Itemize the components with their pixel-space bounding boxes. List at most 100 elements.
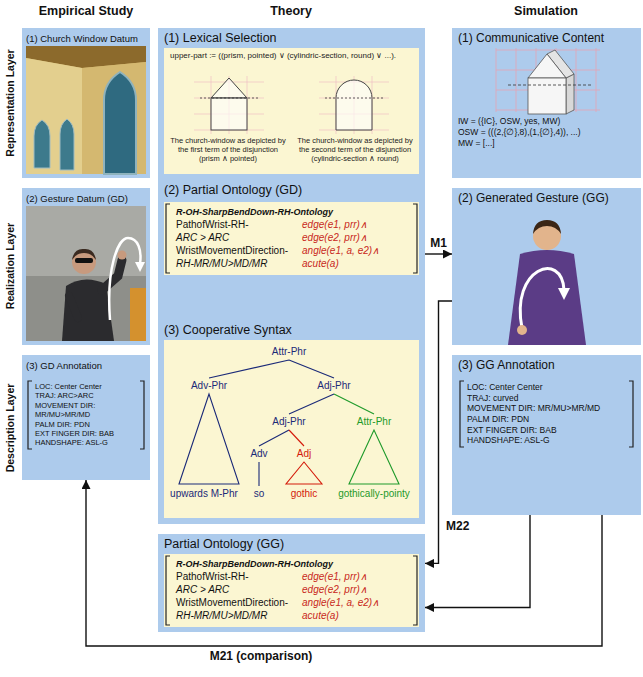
annotation-bracket: LOC: Center CenterTRAJ: curvedMOVEMENT D… xyxy=(458,379,635,449)
syntax-label: gothically-pointy xyxy=(338,488,410,500)
simulation-panel: (2) Generated Gesture (GG) xyxy=(452,188,641,345)
person-hair xyxy=(72,249,96,260)
avatar xyxy=(508,220,586,345)
tree-triangle xyxy=(349,430,399,484)
theory-section: (3) Cooperative SyntaxAttr-PhrAdv-PhrAdj… xyxy=(158,320,425,524)
panel-heading: (2) Partial Ontology (GD) xyxy=(164,183,419,198)
annotation-line: PALM DIR: PDN xyxy=(467,414,626,425)
annotation-line: LOC: Center Center xyxy=(35,382,137,391)
annotation-line: MOVEMENT DIR: MR/MU>MR/MD xyxy=(35,401,137,420)
church-window-render xyxy=(26,46,146,174)
panel-heading: (3) Cooperative Syntax xyxy=(164,323,419,338)
ceiling-beam xyxy=(26,46,146,68)
panel-heading: (1) Church Window Datum xyxy=(26,31,146,46)
dashed-line xyxy=(508,85,592,86)
mapping-label: M21 (comparison) xyxy=(208,649,315,663)
panel-heading: (2) Generated Gesture (GG) xyxy=(458,191,635,206)
person-body xyxy=(62,279,114,341)
figure-caption: The church-window as depicted by the sec… xyxy=(297,136,413,163)
gesture-photo xyxy=(26,206,146,341)
tree-branch xyxy=(209,360,334,486)
column-header: Empirical Study xyxy=(39,4,133,18)
ontology-term: acute(a) xyxy=(302,610,379,622)
window-body xyxy=(528,78,566,114)
ontology-term: WristMovementDirection- xyxy=(176,245,288,257)
ontology-term: edge(e1, prr)∧ xyxy=(302,219,379,231)
simulation-panel: (1) Communicative ContentIW = ({IC}, OSW… xyxy=(452,28,641,178)
chair xyxy=(130,288,146,341)
dotted-line xyxy=(200,98,383,99)
motion-arrow-head xyxy=(135,262,145,272)
annotation-line: HANDSHAPE: ASL-G xyxy=(467,435,626,446)
left-wall xyxy=(26,58,82,174)
syntax-label: Attr-Phr xyxy=(357,416,391,428)
ontology-term: R-OH-SharpBendDown-RH-Ontology xyxy=(176,206,379,218)
annotation-line: LOC: Center Center xyxy=(467,382,626,393)
syntax-label: Adj xyxy=(297,448,311,460)
bracket-line xyxy=(460,381,633,447)
panel-heading: (3) GD Annotation xyxy=(26,358,146,373)
ontology-panel: Partial Ontology (GG)R-OH-SharpBendDown-… xyxy=(158,534,425,632)
ontology-term: RH-MR/MU>MD/MR xyxy=(176,258,288,270)
ontology-term: edge(e2, prr)∧ xyxy=(302,232,379,244)
tree-triangle xyxy=(286,462,322,484)
theory-section: (2) Partial Ontology (GD) R-OH-SharpBendD… xyxy=(158,180,425,320)
annotation-line: HANDSHAPE: ASL-G xyxy=(35,438,137,447)
panel-heading: (2) Gesture Datum (GD) xyxy=(26,191,146,206)
sunglasses xyxy=(75,258,93,263)
ontology-term: PathofWrist-RH- xyxy=(176,571,288,583)
ontology-term: ARC > ARC xyxy=(176,232,288,244)
syntax-label: Adv xyxy=(250,448,267,460)
motion-arc xyxy=(109,238,140,320)
content-formula: MW = [...] xyxy=(458,138,635,149)
ontology-term: angle(e1, a, e2)∧ xyxy=(302,597,379,609)
motion-arc xyxy=(520,269,564,328)
content-formula: OSW = (((2,{∅},8),(1,{∅},4)), ...) xyxy=(458,127,635,138)
tree-branch xyxy=(334,394,374,414)
annotation-line: MOVEMENT DIR: MR/MU>MR/MD xyxy=(467,403,626,414)
motion-arrow-head xyxy=(558,288,570,300)
syntax-label: upwards M-Phr xyxy=(170,488,238,500)
ontology-term: edge(e2, prr)∧ xyxy=(302,584,379,596)
ontology-inset: R-OH-SharpBendDown-RH-OntologyPathofWris… xyxy=(164,202,419,275)
lexical-figures xyxy=(194,76,389,134)
ontology-term: edge(e1, prr)∧ xyxy=(302,571,379,583)
window-roof-side xyxy=(547,50,574,78)
theory-section: (1) Lexical Selection upper-part := ((pri… xyxy=(158,28,425,180)
layer-label: Description Layer xyxy=(4,384,16,473)
panel-heading: (1) Lexical Selection xyxy=(164,31,419,46)
right-wall xyxy=(82,62,146,174)
annotation-line: EXT FINGER DIR: BAB xyxy=(467,425,626,436)
prism-top xyxy=(211,78,247,98)
syntax-tree xyxy=(179,360,399,486)
ontology-term: R-OH-SharpBendDown-RH-Ontology xyxy=(176,558,379,570)
annotation-line: TRAJ: curved xyxy=(467,393,626,404)
window-body xyxy=(211,98,247,130)
syntax-label: gothic xyxy=(291,488,318,500)
window-roof xyxy=(528,54,566,78)
lexical-inset: upper-part := ((prism, pointed) ∨ (cylin… xyxy=(164,48,419,174)
annotation-bracket: LOC: Center CenterTRAJ: ARC>ARCMOVEMENT … xyxy=(26,379,146,451)
avatar-head xyxy=(533,222,561,250)
round-window xyxy=(336,80,372,130)
figure-grid xyxy=(194,76,389,134)
content-grid xyxy=(496,48,600,112)
avatar-robe xyxy=(508,250,586,345)
small-window xyxy=(34,120,50,168)
column-header: Simulation xyxy=(514,4,578,18)
panel-heading: (1) Communicative Content xyxy=(458,31,635,46)
datum-panel: (2) Gesture Datum (GD) xyxy=(22,188,150,345)
mapping-arrow xyxy=(425,515,530,608)
pointed-window xyxy=(104,72,136,174)
annotation-line: PALM DIR: PDN xyxy=(35,420,137,429)
ontology-term: acute(a) xyxy=(302,258,379,270)
mapping-label: M22 xyxy=(444,519,471,533)
person-arm xyxy=(69,296,78,318)
annotation-panel: (3) GD AnnotationLOC: Center CenterTRAJ:… xyxy=(22,355,150,480)
ontology-inset: R-OH-SharpBendDown-RH-OntologyPathofWris… xyxy=(164,554,419,627)
ontology-term: WristMovementDirection- xyxy=(176,597,288,609)
figure-caption: The church-window as depicted by the fir… xyxy=(170,136,286,163)
syntax-label: Adv-Phr xyxy=(191,380,227,392)
tree-branch xyxy=(289,430,304,446)
syntax-label: Attr-Phr xyxy=(272,346,306,358)
